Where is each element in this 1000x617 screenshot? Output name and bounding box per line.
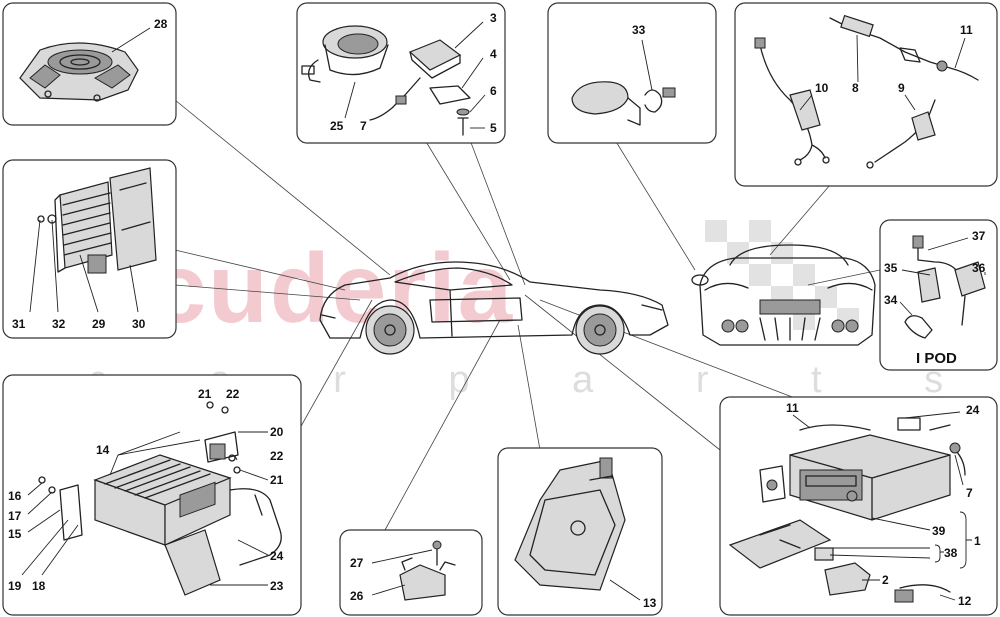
label-16: 16 [8, 489, 22, 503]
mounting-bracket [399, 564, 446, 601]
label-35: 35 [884, 261, 898, 275]
label-24b: 24 [966, 403, 980, 417]
label-13: 13 [643, 596, 657, 610]
label-29: 29 [92, 317, 106, 331]
ipod-label: I POD [916, 350, 957, 367]
label-21a: 21 [198, 387, 212, 401]
ipod-holder [917, 267, 941, 303]
label-12: 12 [958, 594, 972, 608]
label-15: 15 [8, 527, 22, 541]
label-19: 19 [8, 579, 22, 593]
ipod-interface-box [954, 261, 986, 297]
label-33: 33 [632, 23, 646, 37]
label-30: 30 [132, 317, 146, 331]
car-rear-view [691, 244, 876, 346]
label-20: 20 [270, 425, 284, 439]
label-5: 5 [490, 121, 497, 135]
label-22a: 22 [226, 387, 240, 401]
label-18: 18 [32, 579, 46, 593]
label-7: 7 [360, 119, 367, 133]
amplifier-bracket [109, 167, 157, 271]
label-10: 10 [815, 81, 829, 95]
label-3: 3 [490, 11, 497, 25]
panel-amplifier: 31 32 29 30 [2, 159, 177, 339]
label-6: 6 [490, 84, 497, 98]
label-11: 11 [960, 23, 973, 37]
label-28: 28 [154, 17, 168, 31]
panel-harnesses: 10 8 9 11 [734, 2, 998, 187]
changer-bracket [164, 529, 221, 596]
label-8: 8 [852, 81, 859, 95]
label-14: 14 [96, 443, 110, 457]
label-21b: 21 [270, 473, 284, 487]
harness-10 [759, 44, 813, 146]
label-26: 26 [350, 589, 364, 603]
panel-speaker-antenna: 3 4 6 5 25 7 [296, 2, 506, 144]
label-17: 17 [8, 509, 22, 523]
remote-control [824, 562, 871, 596]
label-36: 36 [972, 261, 986, 275]
label-4: 4 [490, 47, 497, 61]
label-1: 1 [974, 534, 981, 548]
panel-tray: 13 [497, 447, 663, 616]
label-39: 39 [932, 524, 946, 538]
label-11b: 11 [786, 401, 799, 415]
car-side-view [319, 261, 669, 355]
panel-mirror: 33 [547, 2, 717, 144]
label-27: 27 [350, 556, 364, 570]
label-32: 32 [52, 317, 66, 331]
panel-head-unit: 11 24 7 39 38 1 2 12 [719, 396, 998, 616]
panel-subwoofer: 28 [2, 2, 177, 126]
label-9: 9 [898, 81, 905, 95]
panel-cd-changer: 21 22 20 14 22 21 16 17 15 24 19 18 23 [2, 374, 302, 616]
label-22b: 22 [270, 449, 284, 463]
label-38: 38 [944, 546, 958, 560]
manual-booklet [728, 519, 832, 569]
label-24a: 24 [270, 549, 284, 563]
label-31: 31 [12, 317, 26, 331]
panel-bracket: 27 26 [339, 529, 483, 616]
panel-ipod: 37 35 36 34 I POD [879, 219, 998, 371]
harness-8 [829, 17, 979, 81]
label-37: 37 [972, 229, 986, 243]
label-25: 25 [330, 119, 344, 133]
label-7b: 7 [966, 486, 973, 500]
label-2: 2 [882, 573, 889, 587]
label-23: 23 [270, 579, 284, 593]
label-34: 34 [884, 293, 898, 307]
watermark: scuderia c a r p a r t s [88, 220, 943, 401]
